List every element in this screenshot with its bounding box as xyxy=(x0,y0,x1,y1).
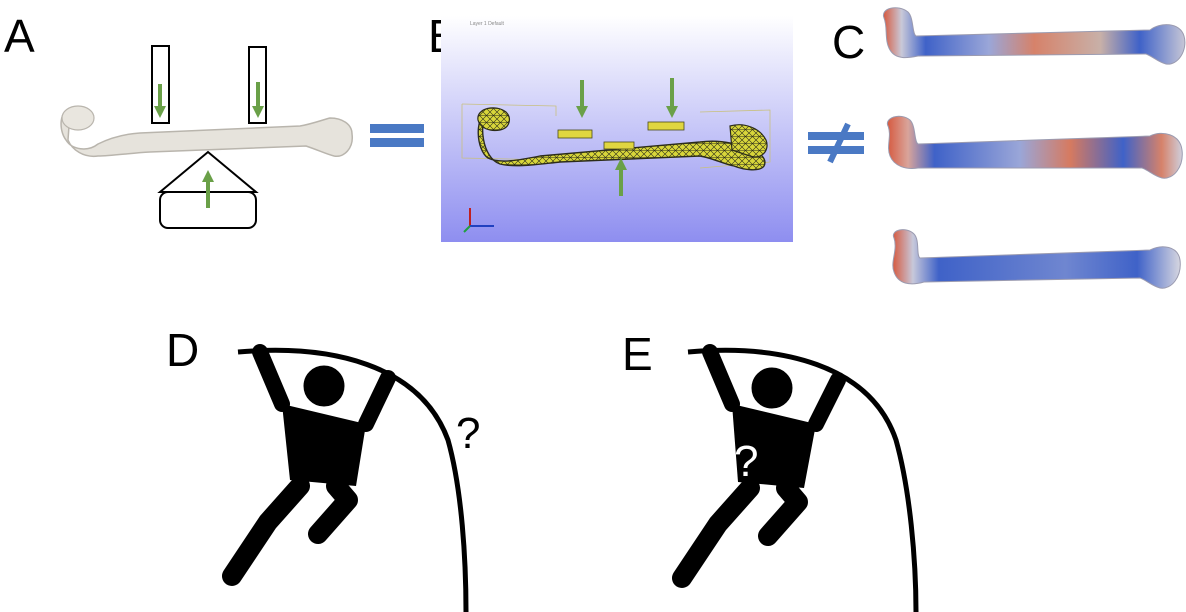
question-mark-pole: ? xyxy=(456,409,480,458)
femur-stress-2 xyxy=(887,116,1182,178)
viewport-caption: Layer 1 Default xyxy=(470,21,505,27)
panel-label-a: A xyxy=(4,10,35,62)
not-equals-symbol-text: ≠ xyxy=(0,0,1,1)
equals-symbol-text: = xyxy=(0,0,1,1)
femur-stress-1 xyxy=(883,8,1184,64)
panel-label-e: E xyxy=(622,328,653,380)
panel-label-d: D xyxy=(166,324,199,376)
pole-vaulter-e xyxy=(682,350,916,612)
equals-symbol xyxy=(370,124,424,147)
pole-vaulter-d xyxy=(232,350,466,612)
question-mark-body: ? xyxy=(734,437,758,486)
not-equals-symbol xyxy=(808,124,864,162)
femur-stress-3 xyxy=(893,230,1180,289)
panel-label-c: C xyxy=(832,16,865,68)
femur-plain xyxy=(61,106,352,156)
